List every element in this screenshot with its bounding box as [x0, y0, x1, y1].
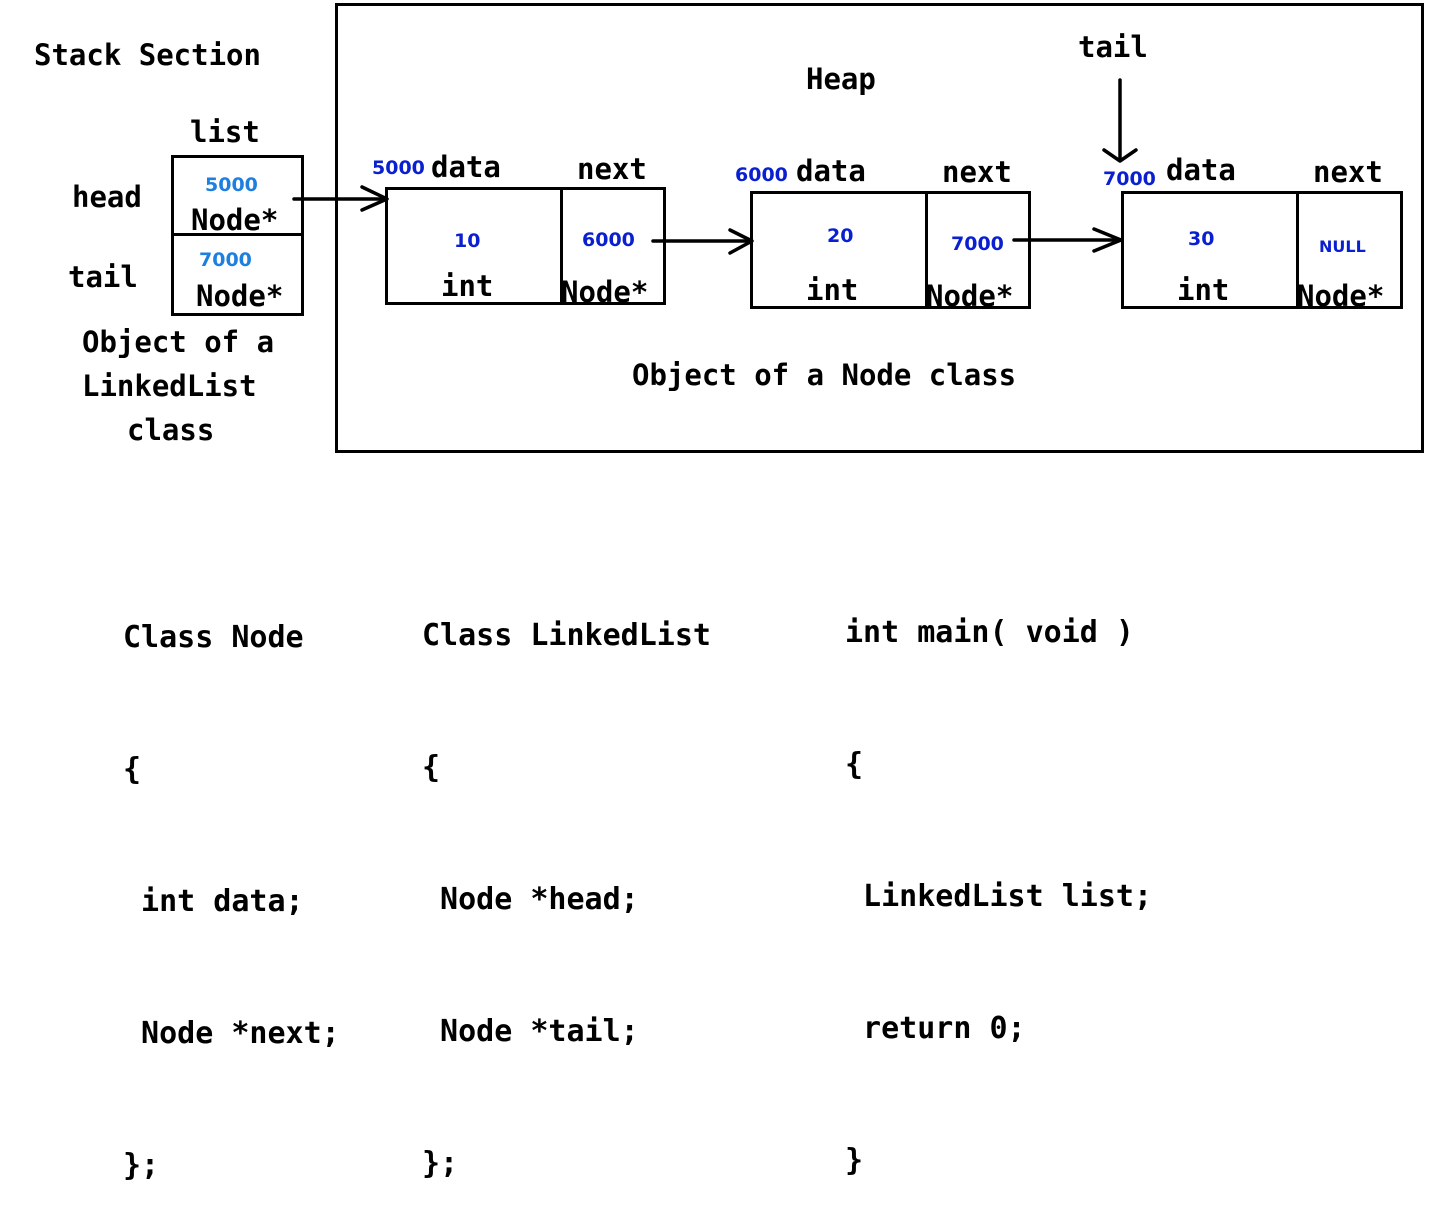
node-2-next-value: 7000: [951, 233, 1004, 255]
node-3-next-label: next: [1313, 155, 1383, 189]
code-line: LinkedList list;: [845, 879, 1153, 914]
code-line: {: [422, 750, 441, 785]
node-3-data-label: data: [1166, 153, 1236, 187]
code-line: Node *next;: [123, 1016, 340, 1051]
node-2-data-label: data: [796, 154, 866, 188]
list-caption-line1: Object of a: [82, 325, 275, 359]
node-3-next-value: NULL: [1319, 237, 1366, 256]
code-line: int main( void ): [845, 615, 1134, 650]
head-field-cell: 5000 Node*: [174, 158, 301, 236]
head-field-label: head: [72, 180, 142, 214]
heap-caption: Object of a Node class: [632, 358, 1017, 392]
node-1-address: 5000: [372, 157, 425, 179]
tail-field-cell: 7000 Node*: [174, 236, 301, 313]
heap-title: Heap: [806, 62, 876, 96]
node-1-next-label: next: [577, 152, 647, 186]
heap-region: [335, 3, 1424, 453]
code-line: int data;: [123, 884, 304, 919]
node-1-data-label: data: [431, 150, 501, 184]
list-object-label: list: [190, 115, 260, 149]
node-2-box: 20 int 7000 Node*: [750, 191, 1031, 313]
node-2-next-label: next: [942, 155, 1012, 189]
node-3-data-type: int: [1177, 273, 1230, 307]
node-2-divider: [925, 194, 928, 306]
tail-type: Node*: [196, 279, 284, 313]
node-1-next-type: Node*: [561, 275, 649, 309]
code-line: {: [123, 752, 142, 787]
code-line: };: [123, 1148, 160, 1183]
code-line: Class LinkedList: [422, 618, 711, 653]
code-line: return 0;: [845, 1011, 1026, 1046]
code-line: Class Node: [123, 620, 304, 655]
tail-value: 7000: [199, 249, 252, 271]
stack-section-title: Stack Section: [34, 38, 261, 72]
list-caption-line3: class: [127, 413, 215, 447]
tail-field-label: tail: [68, 260, 138, 294]
node-2-data-value: 20: [827, 225, 854, 247]
list-caption-line2: LinkedList: [82, 369, 257, 403]
code-line: {: [845, 747, 864, 782]
node-3-box: 30 int NULL Node*: [1121, 191, 1403, 313]
list-object-box: 5000 Node* 7000 Node*: [171, 155, 304, 316]
head-value: 5000: [205, 174, 258, 196]
head-type: Node*: [191, 203, 279, 237]
node-3-divider: [1296, 194, 1299, 306]
code-main-function: int main( void ) { LinkedList list; retu…: [845, 523, 1152, 1227]
code-line: };: [422, 1146, 459, 1181]
node-1-divider: [560, 190, 563, 302]
node-1-data-type: int: [441, 269, 494, 303]
node-3-next-type: Node*: [1297, 279, 1385, 313]
tail-pointer-label: tail: [1078, 30, 1148, 64]
code-line: Node *head;: [422, 882, 639, 917]
node-1-data-value: 10: [454, 230, 481, 252]
node-3-address: 7000: [1103, 168, 1156, 190]
code-line: }: [845, 1143, 864, 1178]
node-2-address: 6000: [735, 164, 788, 186]
code-linkedlist-class: Class LinkedList { Node *head; Node *tai…: [422, 526, 711, 1230]
code-node-class: Class Node { int data; Node *next; };: [123, 528, 340, 1232]
node-2-data-type: int: [806, 273, 859, 307]
node-3-data-value: 30: [1188, 228, 1215, 250]
code-line: Node *tail;: [422, 1014, 639, 1049]
node-1-box: 10 int 6000 Node*: [385, 187, 666, 309]
node-1-next-value: 6000: [582, 229, 635, 251]
node-2-next-type: Node*: [926, 279, 1014, 313]
